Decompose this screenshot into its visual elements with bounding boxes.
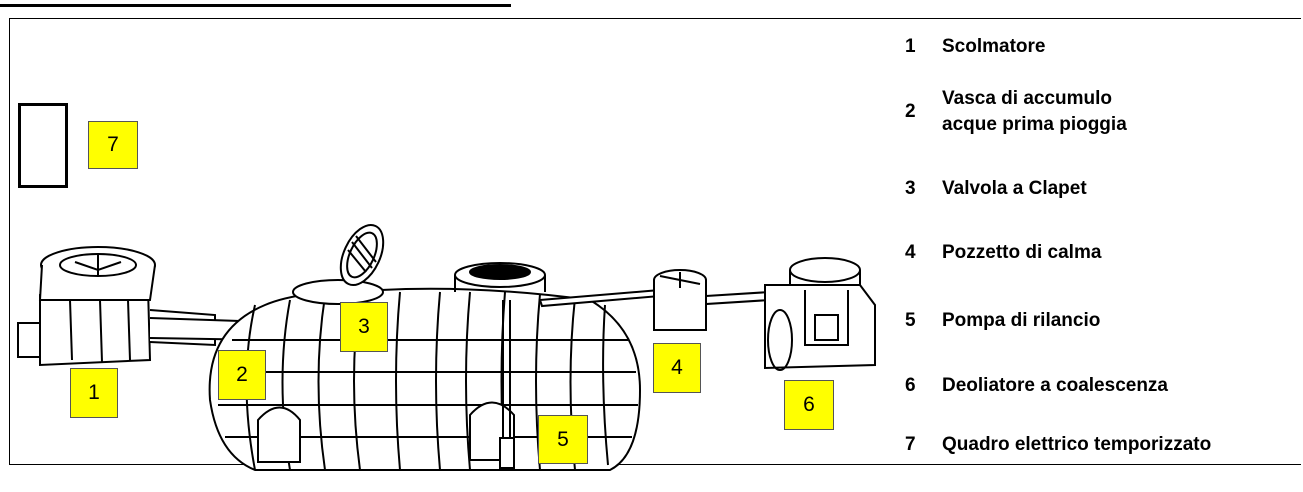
clapet-valve	[339, 224, 385, 286]
legend-text: Pompa di rilancio	[942, 310, 1101, 331]
pozzetto-unit	[653, 269, 707, 331]
legend-number: 5	[905, 310, 916, 331]
tag-quadro: 7	[88, 121, 138, 169]
legend-item: 5 Pompa di rilancio	[905, 308, 1100, 334]
tag-pozzetto: 4	[653, 343, 701, 393]
legend-number: 2	[905, 101, 916, 122]
tag-pompa: 5	[538, 415, 588, 464]
legend-item: 7 Quadro elettrico temporizzato	[905, 432, 1211, 458]
legend-item: 1 Scolmatore	[905, 34, 1045, 60]
legend-text: Quadro elettrico temporizzato	[942, 434, 1212, 455]
electrical-panel-box	[18, 103, 68, 188]
legend-number: 1	[905, 36, 916, 57]
legend-text: Valvola a Clapet	[942, 178, 1087, 199]
legend-text: Pozzetto di calma	[942, 242, 1102, 263]
scolmatore-unit	[17, 246, 216, 367]
legend-item: 6 Deoliatore a coalescenza	[905, 373, 1168, 399]
deoliatore-unit	[764, 257, 876, 371]
diagram-frame	[9, 18, 1301, 465]
legend-text: Vasca di accumulo acque prima pioggia	[942, 88, 1127, 135]
tag-scolmatore: 1	[70, 368, 118, 418]
legend-number: 6	[905, 375, 916, 396]
legend-text: Scolmatore	[942, 36, 1046, 57]
tag-vasca: 2	[218, 350, 266, 400]
legend-number: 3	[905, 178, 916, 199]
header-underline	[0, 4, 511, 7]
legend-item: 4 Pozzetto di calma	[905, 240, 1101, 266]
legend-number: 4	[905, 242, 916, 263]
legend-text: Deoliatore a coalescenza	[942, 375, 1168, 396]
tag-valvola: 3	[340, 302, 388, 352]
tag-deoliatore: 6	[784, 380, 834, 430]
legend-item: 3 Valvola a Clapet	[905, 176, 1087, 202]
legend-item: 2 Vasca di accumulo acque prima pioggia	[905, 86, 1172, 138]
legend-number: 7	[905, 434, 916, 455]
plant-illustration	[17, 116, 876, 471]
pump-body	[499, 437, 515, 469]
